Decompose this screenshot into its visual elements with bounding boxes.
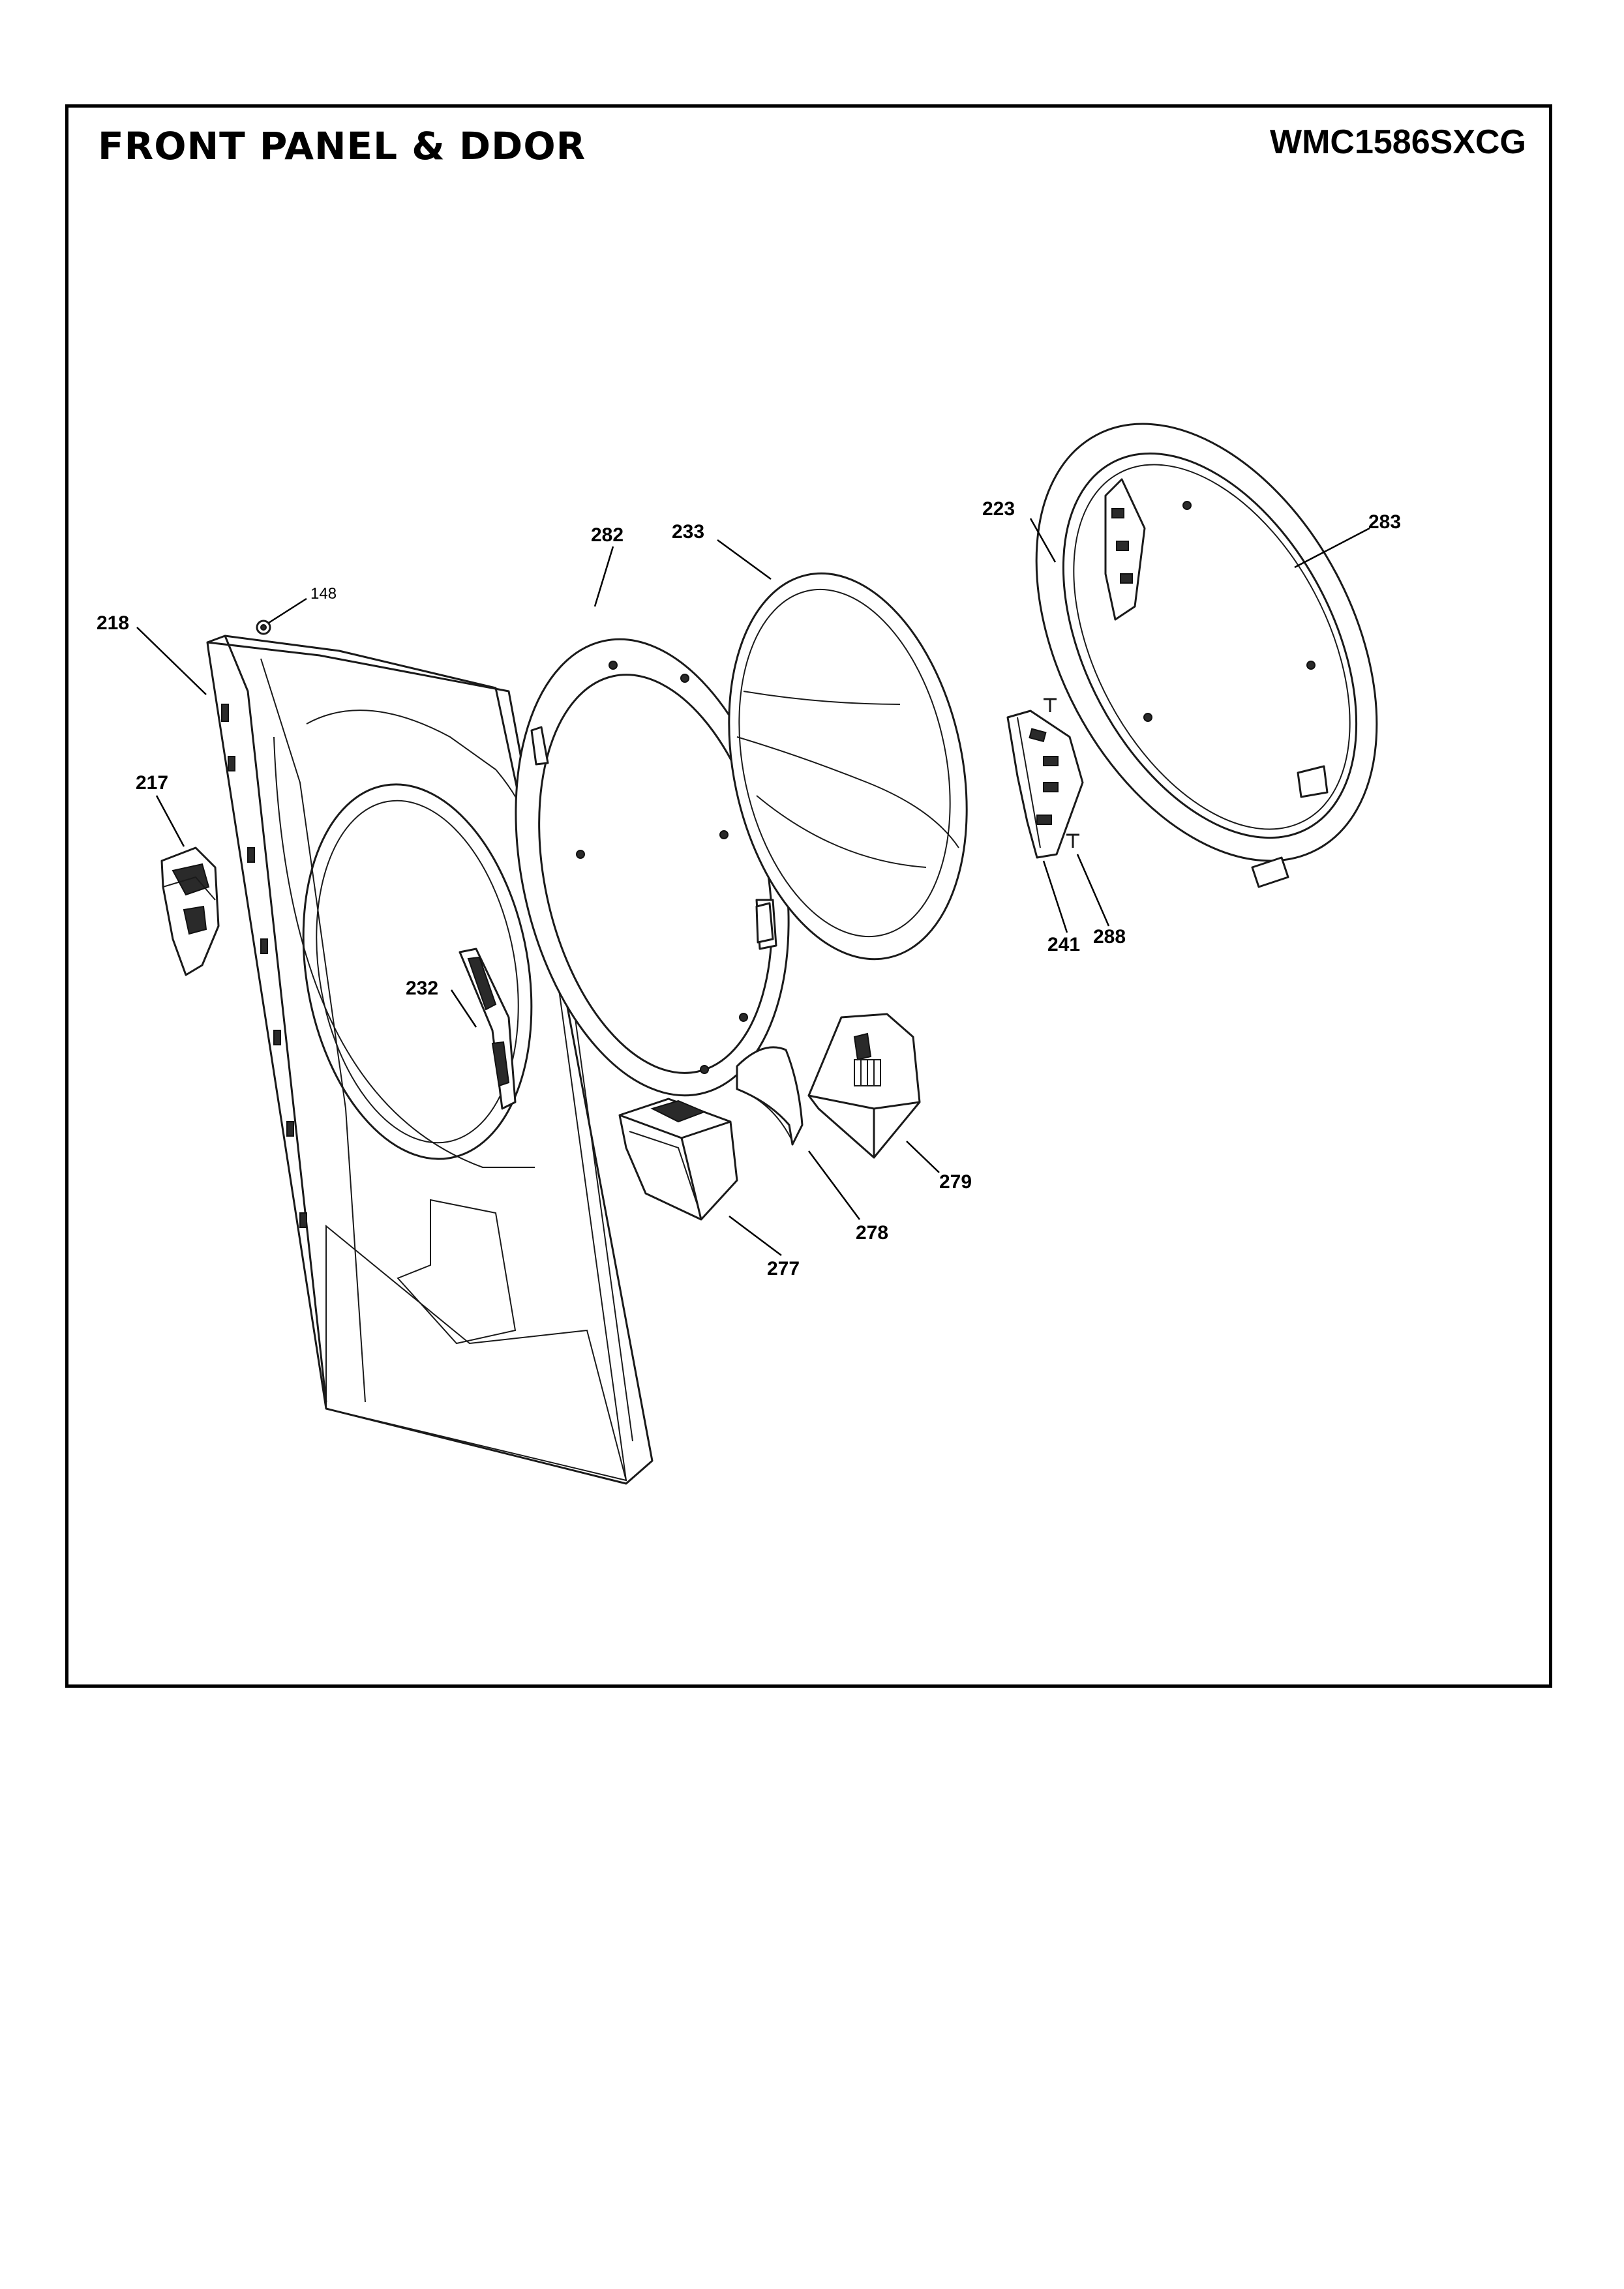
callout-223: 223 — [982, 498, 1015, 520]
callout-282: 282 — [591, 524, 624, 546]
part-283-door-trim-ring — [1035, 423, 1378, 888]
part-241-door-latch — [1006, 698, 1084, 859]
part-277-box-housing — [618, 1098, 738, 1221]
leader-288 — [1076, 854, 1110, 927]
leader-233 — [717, 539, 772, 580]
part-148-screw — [256, 620, 271, 635]
callout-218: 218 — [97, 612, 129, 634]
callout-148: 148 — [310, 585, 337, 603]
leader-277 — [729, 1216, 782, 1256]
leader-232 — [450, 989, 477, 1028]
callout-288: 288 — [1093, 926, 1126, 948]
callout-277: 277 — [767, 1258, 800, 1279]
part-233-door-glass — [728, 572, 968, 961]
callout-labels: 148 218 217 232 282 233 223 283 241 288 … — [97, 498, 1401, 1279]
leader-217 — [155, 795, 185, 847]
model-number: WMC1586SXCG — [1270, 123, 1526, 161]
part-278-curved-cover — [736, 1046, 804, 1146]
callout-217: 217 — [136, 772, 168, 794]
part-232-hinge-strip — [459, 948, 517, 1110]
callout-241: 241 — [1047, 934, 1080, 955]
leader-223 — [1029, 518, 1057, 563]
leader-lines — [136, 518, 1370, 1256]
part-217-door-lock — [160, 846, 220, 976]
callout-283: 283 — [1368, 511, 1401, 533]
leader-241 — [1042, 860, 1068, 933]
callout-278: 278 — [856, 1222, 888, 1244]
part-282-door-outer-frame — [515, 638, 790, 1097]
leader-279 — [906, 1141, 940, 1173]
diagram-frame — [65, 104, 1552, 1688]
page-title: FRONT PANEL & DDOR — [98, 124, 586, 168]
leader-278 — [807, 1150, 861, 1220]
leader-283 — [1294, 527, 1370, 569]
callout-232: 232 — [406, 978, 438, 999]
callout-279: 279 — [939, 1171, 972, 1193]
part-279-drawer-box — [807, 1013, 921, 1159]
callout-233: 233 — [672, 521, 704, 543]
leader-282 — [594, 546, 614, 607]
leader-148 — [268, 597, 307, 624]
leader-218 — [136, 627, 207, 695]
